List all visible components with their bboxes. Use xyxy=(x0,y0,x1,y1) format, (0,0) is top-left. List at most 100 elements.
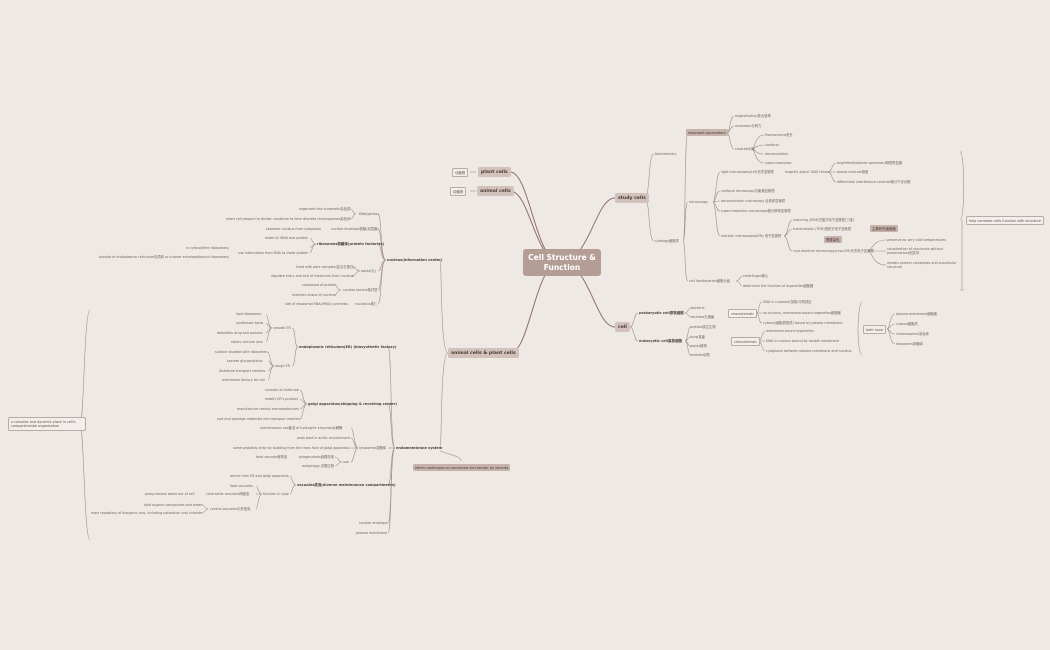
golgi-manufacture: manufacture certain macromolecules xyxy=(237,407,299,411)
vacuole-derive: derive from ER and golgi apparatus xyxy=(230,474,289,478)
microscopy: microscopy xyxy=(689,200,708,204)
important-parameters: important parameters xyxy=(686,129,728,136)
pro-no-nucleus: no nucleus, membrane-bound organelles细胞器 xyxy=(763,311,841,315)
plasma-membrane: plasma membrane细胞膜 xyxy=(896,312,937,316)
protists: protists原生生物 xyxy=(690,325,716,329)
lysosome-budding: some probably arise by budding from the … xyxy=(233,446,351,450)
ribosome-outside: outside of endoplasmic reticulum内质网 or n… xyxy=(99,255,229,259)
resolution: resolution分辨力 xyxy=(735,124,762,128)
smooth-er: smooth ER xyxy=(273,326,291,330)
eu-dna-nucleus: DNA in nucleus bound by double membrane xyxy=(766,339,839,343)
chromosomes: chromosomes染色体 xyxy=(896,332,930,336)
super-resolution: super-resolution xyxy=(765,161,792,165)
endomembrane-note: either continuous or connected via trans… xyxy=(413,464,511,471)
autophagy: autophagy 自噬过程 xyxy=(302,464,334,468)
dna-organized: organized into chromatin染色质 xyxy=(299,207,351,211)
plant-label: 动植物 xyxy=(452,168,469,177)
cryo-preserve: preserve as very cold temperatures xyxy=(887,238,946,242)
nuclear-lamina: nuclear lamina核纤层 xyxy=(343,288,378,292)
confocal-microscopy: confocal microscopy共聚焦显微镜 xyxy=(721,189,775,193)
topic-cell[interactable]: cell xyxy=(615,322,630,332)
rough-vesicles: distribute transport vesicles xyxy=(219,369,266,373)
endoplasmic-reticulum: endoplasmic reticulum(ER) (biosynthetic … xyxy=(299,345,397,349)
nuclear-envelope: nuclear envelope核膜(双层膜) xyxy=(331,227,379,231)
pores: pores(孔) xyxy=(361,269,377,273)
lamina-maintain: maintain shape of nucleus xyxy=(292,293,336,297)
ribosome-use: use information from DNA to make protein xyxy=(238,251,309,255)
smooth-calcium: stores calcium ions xyxy=(231,340,263,344)
topic-animal-cells[interactable]: animal cells xyxy=(477,186,514,196)
ribosomes-factory: ribosomes核糖体(protein factories) xyxy=(317,242,385,246)
endo-nuclear-envelope: nuclear envelope xyxy=(359,521,388,525)
cytosol: cytosol细胞质 xyxy=(896,322,918,326)
brightfield: brightfield(stained specimen)明视野显微 xyxy=(837,161,903,165)
deconvolution: deconvolution xyxy=(765,152,789,156)
cytology: cytology细胞学 xyxy=(655,239,679,243)
transmission-em: transmission (TEM)透射式电子显微镜 xyxy=(793,227,851,231)
nucleolus: nucleolus核仁 xyxy=(355,302,378,306)
lysosome-use: use xyxy=(343,460,349,464)
contractile-vacuoles: contractile vacuoles伸缩泡 xyxy=(206,492,250,496)
pro-cytosol: cytosol(细胞质基质) bound by plasma membrane xyxy=(763,321,843,325)
central-hold: hold organic compounds and water xyxy=(144,503,203,507)
pore-lined: lined with pore complex(复合孔蛋白) xyxy=(296,265,355,269)
prokaryotic-characteristic: characteristic xyxy=(728,309,758,318)
pro-dna-nucleoid: DNA in nucleoid(拟核)中的核区 xyxy=(763,300,812,304)
fluorescence: fluorescence荧光 xyxy=(765,133,793,137)
bacteria: bacteria xyxy=(691,306,705,310)
magnify-1000: magnify about 1000 times xyxy=(785,170,829,174)
vacuoles: vacuoles液泡(diverse maintenance compartme… xyxy=(297,483,396,487)
golgi-modify: modify ER's product xyxy=(265,397,299,401)
topic-study-cells[interactable]: study cells xyxy=(615,193,649,203)
golgi-sort: sort and package materials into transpor… xyxy=(217,417,300,421)
centrifuges: centrifuges离心 xyxy=(743,274,769,278)
animal-label: 动植物 xyxy=(450,187,467,196)
ribosomes: ribosomes核糖体 xyxy=(896,342,923,346)
fungi: fungi真菌 xyxy=(690,335,705,339)
golgi-consists: consists of cisternae xyxy=(265,388,299,392)
lysosome-sac: membranous sac囊泡 of hydrolytic enzymes水解… xyxy=(260,426,343,430)
phase-contrast: phase-contrast相差 xyxy=(837,170,869,174)
lysosomes: lysosomes溶酶体 xyxy=(359,446,387,450)
dna-divide: when cell prepare to divide: condense to… xyxy=(226,217,351,221)
electron-microscopes: electron microscopes(EM) 电子显微镜 xyxy=(721,234,782,238)
rough-glycoprotein: secrete glycoproteins xyxy=(227,359,263,363)
central-vacuoles: central vacuoles中央液泡 xyxy=(210,507,251,511)
magnification: magnification放大倍率 xyxy=(735,114,771,118)
topic-animal-plant-cells[interactable]: animal cells & plant cells xyxy=(448,348,519,358)
summary-endomembrane: a complex and dynamic place in cell's co… xyxy=(8,417,86,431)
contrast: contrast对比 xyxy=(735,147,756,151)
central-topic[interactable]: Cell Structure & Function xyxy=(523,249,601,276)
lysosome-acidic: work best in acidic environment xyxy=(297,436,350,440)
eukaryotic-cell: eukaryotic cell真核细胞 xyxy=(639,339,682,343)
ribosome-made: made of rRNA and protein xyxy=(265,236,309,240)
archaea: archaea古细菌 xyxy=(691,315,715,319)
food-vacuoles: food vacuoles xyxy=(230,484,253,488)
sem-tem-note: 主要研究细胞器 xyxy=(870,225,898,232)
vacuole-function: function in type xyxy=(263,492,289,496)
cryo-em: cryo-electron microscopy(cryo-EM)冷冻电子显微镜 xyxy=(793,249,874,253)
stains-note: 需要染色 xyxy=(824,236,842,243)
rough-membrane-factory: membrane factory for cell xyxy=(222,378,265,382)
eu-membrane-organelles: membrane-bound organelles xyxy=(766,329,814,333)
contractile-pump: pump excess water out of cell xyxy=(145,492,195,496)
plants: plants植物 xyxy=(690,344,707,348)
endo-plasma-membrane: plasma membrane xyxy=(356,531,388,535)
summary-study-cells: help correlate cells function with struc… xyxy=(966,216,1044,225)
confocal: confocal xyxy=(765,143,779,147)
dna-genes: DNA(genes) xyxy=(359,212,379,216)
ribosome-free: in cytosol(free ribosomes) xyxy=(186,246,229,250)
nucleus: nucleus(information center) xyxy=(387,258,443,262)
food-vacuole: food vacuole食物泡 xyxy=(256,455,288,459)
light-microscopes: light microscopes(LM)光学显微镜 xyxy=(721,170,774,174)
eu-cytoplasm: cytoplasm between plasma membrane and nu… xyxy=(766,349,852,353)
cryo-reveal: reveals protein complexes and subcellula… xyxy=(887,261,957,269)
smooth-synthesize: synthesize lipids xyxy=(236,321,264,325)
super-resolution-microscope: super-resolution microscope超分辨率显微镜 xyxy=(721,209,791,213)
endomembrane-system: endomembrane system xyxy=(396,446,443,450)
topic-plant-cells[interactable]: plant cells xyxy=(478,167,511,177)
cell-fractionation: cell fractionation细胞分级 xyxy=(689,279,730,283)
rough-er: rough ER xyxy=(275,364,290,368)
